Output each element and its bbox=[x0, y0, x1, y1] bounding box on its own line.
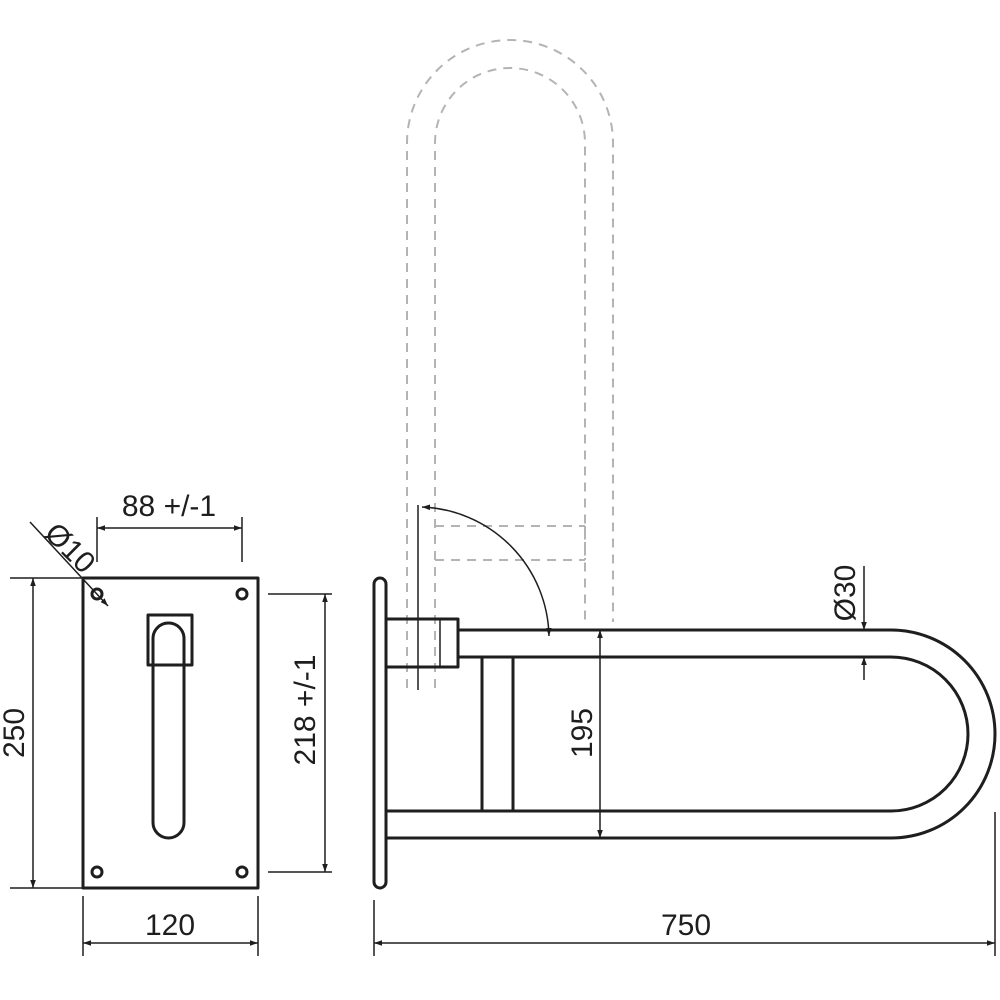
mounting-plate bbox=[81, 576, 260, 890]
side-view: 195 Ø30 750 bbox=[372, 39, 997, 956]
grab-bar-front bbox=[151, 621, 186, 840]
hole-spacing-horizontal-label: 88 +/-1 bbox=[122, 490, 216, 523]
front-view: Ø10 88 +/-1 250 218 +/-1 120 bbox=[0, 490, 332, 956]
wall-plate-side bbox=[372, 576, 388, 890]
hinge-bracket bbox=[146, 613, 194, 667]
plate-height-label: 250 bbox=[0, 708, 31, 758]
raised-position-outline bbox=[406, 39, 614, 688]
grab-bar-outer-contour bbox=[384, 628, 997, 840]
bar-spacing-label: 195 bbox=[566, 708, 599, 758]
mounting-hole-bottom-right bbox=[235, 865, 249, 879]
mounting-hole-top-left bbox=[90, 587, 104, 601]
hole-diameter-label: Ø10 bbox=[38, 517, 101, 580]
support-strut bbox=[480, 655, 515, 813]
mounting-hole-bottom-left bbox=[90, 865, 104, 879]
total-length-label: 750 bbox=[661, 909, 711, 942]
rotation-arc bbox=[421, 504, 552, 637]
tube-diameter-label: Ø30 bbox=[829, 565, 862, 622]
hole-diameter-leader bbox=[29, 521, 109, 607]
grab-bar-inner-contour bbox=[384, 655, 970, 813]
mounting-hole-top-right bbox=[235, 587, 249, 601]
hinge-block bbox=[384, 617, 460, 669]
hole-spacing-vertical-label: 218 +/-1 bbox=[289, 655, 322, 766]
plate-width-label: 120 bbox=[145, 909, 195, 942]
